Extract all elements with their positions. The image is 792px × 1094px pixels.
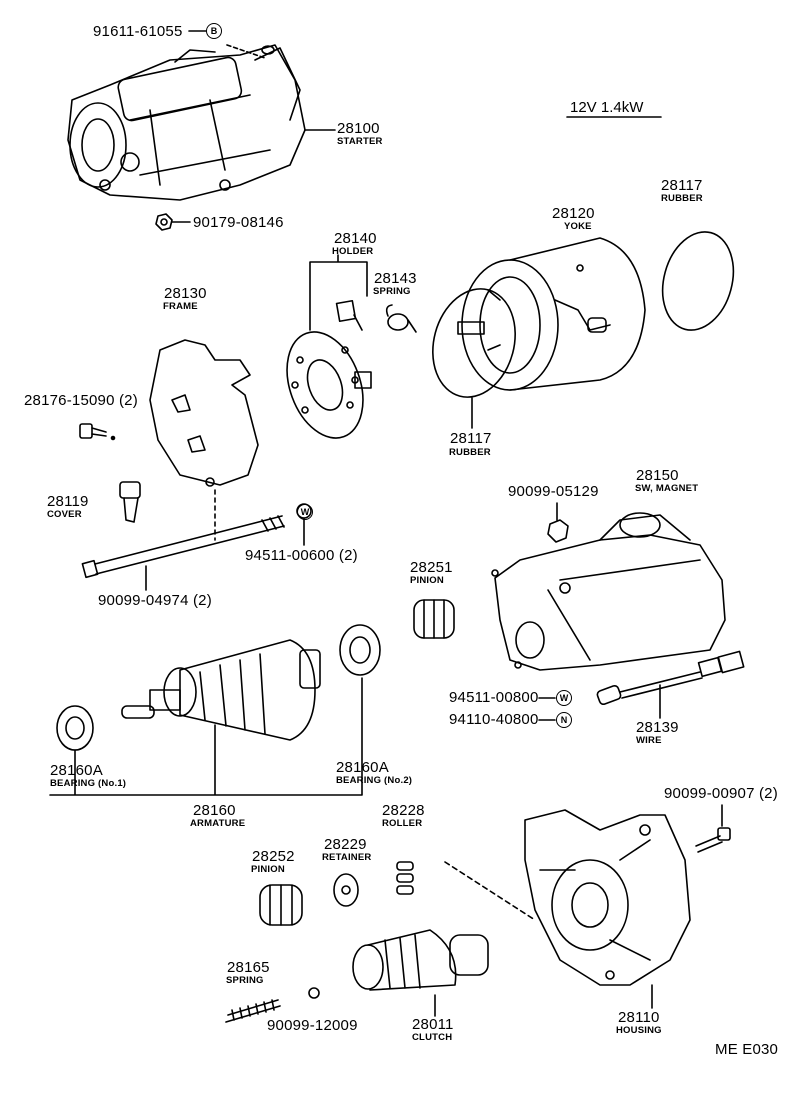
b-mark-icon: B [206, 23, 222, 39]
label-91611-61055: 91611-61055 [93, 23, 183, 40]
retainer-28229-drawing [333, 873, 359, 907]
label-28130: 28130 [164, 285, 207, 302]
label-28139: 28139 [636, 719, 679, 736]
label-pinion-28252: PINION [251, 864, 285, 875]
label-90099-05129: 90099-05129 [508, 483, 599, 500]
label-28119: 28119 [47, 493, 89, 510]
label-housing: HOUSING [616, 1025, 662, 1036]
clutch-28011-drawing [352, 929, 489, 991]
label-sw-magnet: SW, MAGNET [635, 483, 699, 494]
w-washer-icon: W [297, 504, 313, 520]
label-28165: 28165 [227, 959, 270, 976]
label-rubber-bottom: RUBBER [449, 447, 491, 458]
w-washer-icon: W [556, 690, 572, 706]
label-28120: 28120 [552, 205, 595, 222]
bolt-90099-00907-drawing [695, 827, 731, 853]
label-94110-40800: 94110-40800 [449, 711, 539, 728]
label-28011: 28011 [412, 1016, 454, 1033]
through-bolt-drawing [81, 515, 285, 579]
label-28160A-no1: 28160A [50, 762, 103, 779]
label-clutch: CLUTCH [412, 1032, 453, 1043]
magnetic-switch-drawing [491, 512, 726, 671]
pinion-28252-drawing [259, 884, 303, 926]
label-90179-08146: 90179-08146 [193, 214, 284, 231]
label-28176-15090: 28176-15090 (2) [24, 392, 138, 409]
bearing-no1-drawing [56, 705, 94, 751]
nut-90179-drawing [155, 213, 173, 231]
label-94511-00600: 94511-00600 (2) [245, 547, 358, 564]
label-28160: 28160 [193, 802, 236, 819]
label-28150: 28150 [636, 467, 679, 484]
label-28117-top: 28117 [661, 177, 703, 194]
label-28100: 28100 [337, 120, 380, 137]
starter-assembly-drawing [67, 44, 306, 201]
label-frame: FRAME [163, 301, 198, 312]
label-wire: WIRE [636, 735, 662, 746]
label-28117-bottom: 28117 [450, 430, 492, 447]
yoke-drawing [457, 237, 646, 391]
label-starter: STARTER [337, 136, 383, 147]
label-rubber-top: RUBBER [661, 193, 703, 204]
spring-28165-drawing [225, 999, 281, 1023]
armature-drawing [121, 639, 321, 741]
spring-28143-drawing [385, 304, 417, 333]
label-bearing-no2: BEARING (No.2) [336, 775, 413, 786]
label-28228: 28228 [382, 802, 425, 819]
label-90099-00907: 90099-00907 (2) [664, 785, 778, 802]
label-armature: ARMATURE [190, 818, 246, 829]
label-spring-28165: SPRING [226, 975, 264, 986]
label-28160A-no2: 28160A [336, 759, 389, 776]
label-28110: 28110 [618, 1009, 660, 1026]
label-holder: HOLDER [332, 246, 374, 257]
frame-drawing [149, 339, 259, 541]
wire-28139-drawing [596, 650, 745, 706]
pinion-28251-drawing [413, 599, 455, 639]
label-90099-04974: 90099-04974 (2) [98, 592, 212, 609]
rollers-28228-drawing [396, 861, 414, 895]
label-94511-00800: 94511-00800 [449, 689, 539, 706]
label-retainer: RETAINER [322, 852, 372, 863]
label-bearing-no1: BEARING (No.1) [50, 778, 127, 789]
label-roller: ROLLER [382, 818, 423, 829]
bolt-28176-drawing [79, 423, 116, 441]
label-pinion-28251: PINION [410, 575, 444, 586]
label-28252: 28252 [252, 848, 295, 865]
n-nut-icon: N [556, 712, 572, 728]
cover-28119-drawing [119, 481, 141, 523]
label-28251: 28251 [410, 559, 453, 576]
diagram-title: 12V 1.4kW [570, 99, 644, 116]
label-28143: 28143 [374, 270, 417, 287]
housing-drawing [524, 809, 691, 986]
label-90099-12009: 90099-12009 [267, 1017, 358, 1034]
label-spring-28143: SPRING [373, 286, 411, 297]
label-28229: 28229 [324, 836, 367, 853]
label-yoke: YOKE [564, 221, 592, 232]
bearing-no2-drawing [339, 624, 381, 676]
label-28140: 28140 [334, 230, 377, 247]
brush-holder-drawing [286, 299, 372, 439]
label-cover: COVER [47, 509, 82, 520]
diagram-code: ME E030 [715, 1041, 779, 1058]
